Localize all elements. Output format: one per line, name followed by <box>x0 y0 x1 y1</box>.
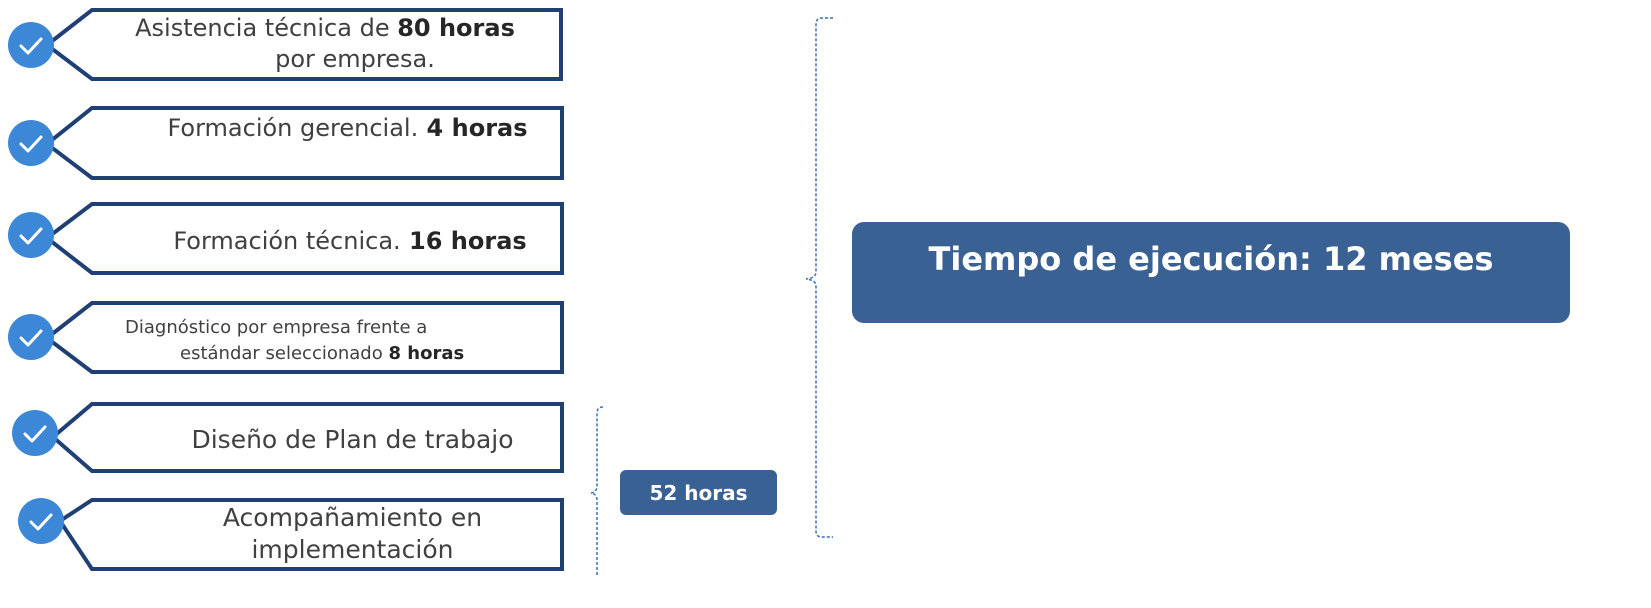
item-2-text: Formación gerencial. 4 horas <box>90 113 565 143</box>
item-4-hours: 8 horas <box>388 343 465 364</box>
item-1-hours: 80 horas <box>397 14 515 42</box>
item-3-label: Formación técnica. <box>173 227 401 255</box>
check-icon <box>8 120 54 166</box>
item-shape-3 <box>43 202 564 275</box>
item-shape-5 <box>49 402 564 473</box>
item-2-label: Formación gerencial. <box>167 114 419 142</box>
check-icon <box>18 498 64 544</box>
item-5-text: Diseño de Plan de trabajo <box>90 424 565 456</box>
check-icon <box>8 212 54 258</box>
item-4-label: Diagnóstico por empresa frente a <box>125 317 428 338</box>
item-3-text: Formación técnica. 16 horas <box>90 226 565 256</box>
check-icon <box>8 314 54 360</box>
item-4-label-line2: estándar seleccionado <box>180 343 389 364</box>
item-shape-2 <box>43 106 564 180</box>
item-6-label: Acompañamiento en <box>222 503 483 532</box>
item-1-label-line2: por empresa. <box>275 45 435 73</box>
execution-time-box: Tiempo de ejecución: 12 meses <box>852 222 1570 323</box>
item-1-text: Asistencia técnica de 80 horas por empre… <box>85 13 565 75</box>
check-icon <box>8 22 54 68</box>
small-bracket <box>590 406 604 577</box>
item-2-hours: 4 horas <box>418 114 528 142</box>
item-6-label-line2: implementación <box>251 535 454 564</box>
item-3-hours: 16 horas <box>400 227 527 255</box>
large-bracket <box>805 17 833 538</box>
check-icon <box>12 410 58 456</box>
subtotal-hours-badge: 52 horas <box>620 470 777 515</box>
item-1-label: Asistencia técnica de <box>135 14 398 42</box>
item-shape-1 <box>43 8 563 81</box>
item-shape-6 <box>57 498 564 571</box>
item-6-text: Acompañamiento en implementación <box>90 502 565 566</box>
item-shape-4 <box>43 301 564 374</box>
item-5-label: Diseño de Plan de trabajo <box>191 425 514 454</box>
item-4-text: Diagnóstico por empresa frente a estánda… <box>95 315 565 367</box>
